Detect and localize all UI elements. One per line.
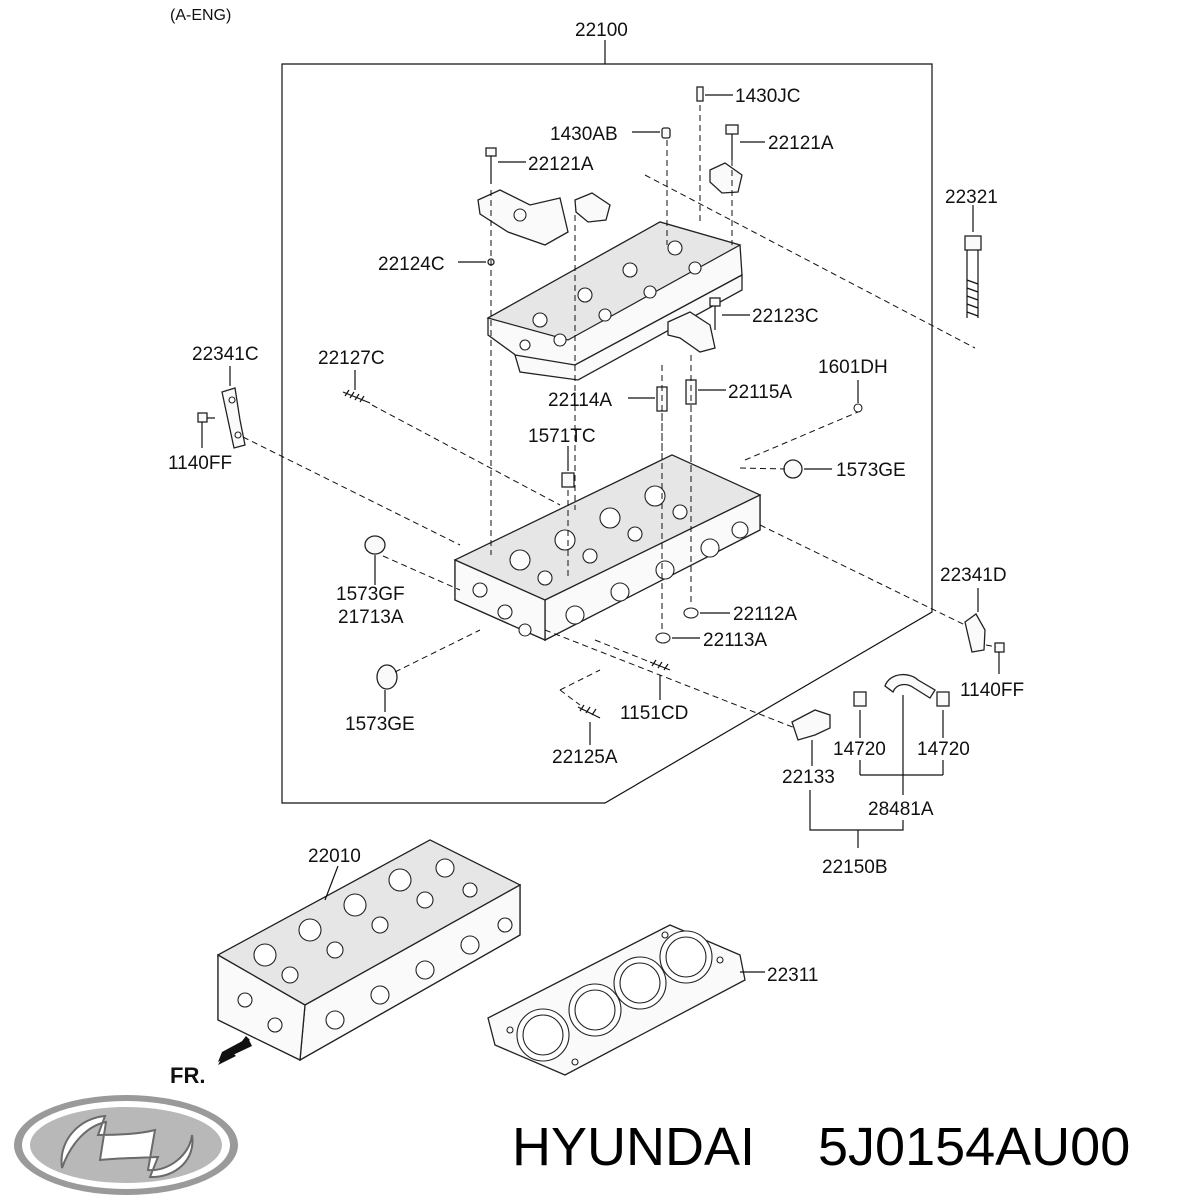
fitting-22133[interactable] <box>791 709 831 741</box>
plug-1573GF[interactable] <box>364 535 386 555</box>
label-22321: 22321 <box>945 187 998 208</box>
bearing-cap-1[interactable] <box>477 189 569 246</box>
cylinder-head[interactable] <box>453 454 762 642</box>
label-22010: 22010 <box>308 846 361 867</box>
assembly-boundary <box>281 63 933 804</box>
front-marker: FR. <box>170 1063 205 1088</box>
label-22125A: 22125A <box>552 747 618 768</box>
bolt-22123C[interactable] <box>709 297 721 330</box>
label-14720-left: 14720 <box>833 739 886 760</box>
label-1573GE-top: 1573GE <box>836 460 906 481</box>
bolt-22121A-right[interactable] <box>725 124 739 160</box>
label-1140FF-right: 1140FF <box>960 680 1024 701</box>
camshaft-carrier[interactable] <box>486 221 743 381</box>
stud-22127C[interactable] <box>342 389 371 404</box>
label-22127C: 22127C <box>318 348 385 369</box>
label-22115A: 22115A <box>728 382 792 403</box>
brand-name: HYUNDAI <box>512 1117 755 1177</box>
label-1573GE-bottom: 1573GE <box>345 714 415 735</box>
label-22123C: 22123C <box>752 306 819 327</box>
bolt-22121A-left[interactable] <box>485 147 497 184</box>
label-22150B: 22150B <box>822 857 888 878</box>
label-22341C: 22341C <box>192 344 259 365</box>
bearing-cap-2[interactable] <box>574 192 611 223</box>
pin-1430AB[interactable] <box>661 127 671 139</box>
seal-22112A[interactable] <box>683 607 699 619</box>
cylinder-head-assembly-22010[interactable] <box>216 839 522 1062</box>
hose-28481A[interactable] <box>884 674 936 699</box>
label-1571TC: 1571TC <box>528 426 596 447</box>
label-22113A: 22113A <box>703 630 767 651</box>
label-22100: 22100 <box>575 20 628 41</box>
label-21713A: 21713A <box>338 607 404 628</box>
label-22311: 22311 <box>767 965 818 986</box>
label-22114A: 22114A <box>548 390 612 411</box>
label-22121A-right: 22121A <box>768 133 834 154</box>
label-28481A: 28481A <box>868 799 934 820</box>
head-bolt-22321[interactable] <box>964 235 982 318</box>
stud-22125A[interactable] <box>577 704 601 719</box>
bearing-cap-22123C[interactable] <box>667 311 716 353</box>
label-22341D: 22341D <box>940 565 1007 586</box>
clip-14720-left[interactable] <box>853 691 867 707</box>
part-number: 5J0154AU00 <box>818 1117 1130 1177</box>
head-gasket-22311[interactable] <box>487 924 746 1076</box>
label-1573GF: 1573GF <box>336 584 405 605</box>
label-22121A-left: 22121A <box>528 154 594 175</box>
hyundai-logo <box>14 1095 238 1195</box>
bracket-22341D[interactable] <box>964 613 986 653</box>
label-1601DH: 1601DH <box>818 357 888 378</box>
label-1430AB: 1430AB <box>550 124 618 145</box>
label-1151CD: 1151CD <box>620 703 688 724</box>
stud-1151CD[interactable] <box>649 659 671 671</box>
plug-1573GE-bottom[interactable] <box>376 664 398 690</box>
seal-22113A[interactable] <box>655 632 671 644</box>
bolt-1140FF-left[interactable] <box>197 412 208 448</box>
label-1430JC: 1430JC <box>735 86 801 107</box>
label-22112A: 22112A <box>733 604 797 625</box>
label-22124C: 22124C <box>378 254 445 275</box>
plug-1573GE-top[interactable] <box>783 459 803 479</box>
variant-label: (A-ENG) <box>170 7 231 24</box>
bolt-1140FF-right[interactable] <box>994 642 1005 674</box>
pin-1430JC[interactable] <box>696 86 704 102</box>
bearing-cap-3[interactable] <box>709 162 743 194</box>
clip-14720-right[interactable] <box>936 691 950 707</box>
plug-1571TC[interactable] <box>561 472 575 488</box>
bracket-22341C[interactable] <box>221 387 246 449</box>
assembly-guide-lines <box>242 105 997 729</box>
front-arrow-icon <box>218 1036 252 1065</box>
label-14720-right: 14720 <box>917 739 970 760</box>
label-22133: 22133 <box>782 767 835 788</box>
label-1140FF-left: 1140FF <box>168 453 232 474</box>
oring-1601DH[interactable] <box>853 403 863 413</box>
